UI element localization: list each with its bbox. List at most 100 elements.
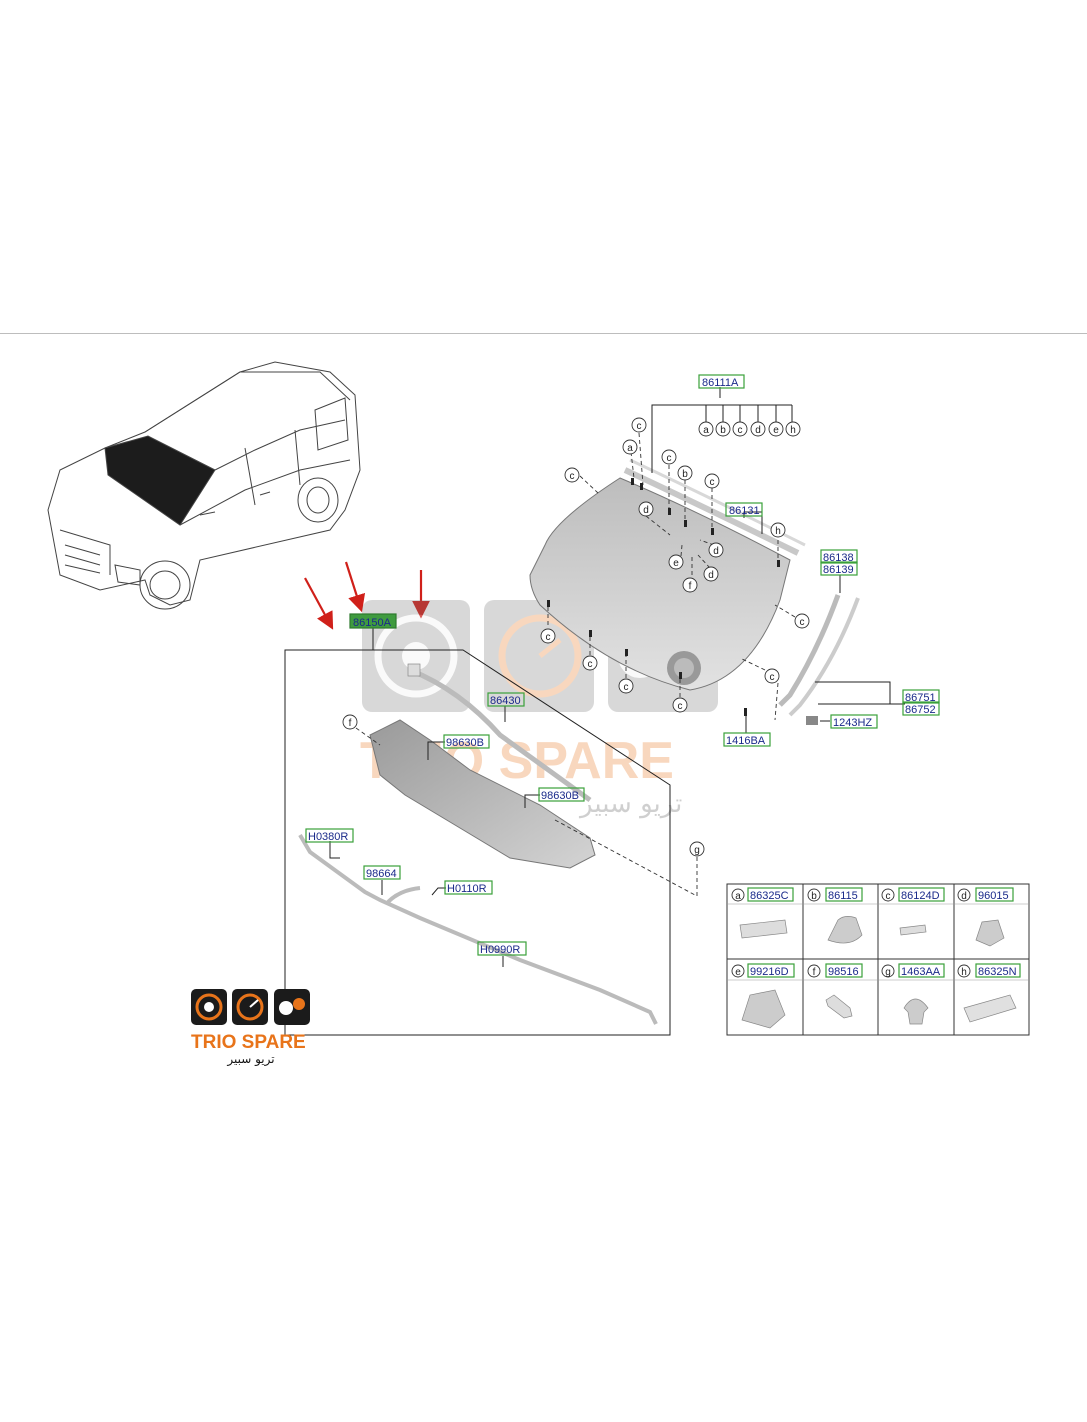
svg-text:86111A: 86111A	[702, 377, 739, 389]
callouts: a b c d e h c a c c b c d h d e d f c c …	[342, 417, 810, 857]
callout-c: c	[631, 417, 647, 433]
callout-e: e	[668, 554, 684, 570]
svg-text:c: c	[637, 421, 642, 432]
callout-a-top: a	[698, 421, 714, 437]
svg-text:98630B: 98630B	[446, 737, 484, 749]
svg-text:86150A: 86150A	[353, 617, 392, 629]
label-86131[interactable]: 86131	[725, 502, 763, 517]
callout-h: h	[770, 522, 786, 538]
watermark-arabic: تريو سبير	[578, 789, 682, 819]
svg-text:e: e	[773, 425, 779, 436]
svg-text:1243HZ: 1243HZ	[833, 717, 872, 729]
svg-text:86131: 86131	[729, 505, 760, 517]
callout-c: c	[661, 449, 677, 465]
callout-b-top: b	[715, 421, 731, 437]
svg-text:a: a	[735, 891, 741, 902]
legend-cell-a: a 86325C	[731, 887, 794, 939]
callout-c: c	[618, 678, 634, 694]
svg-text:86430: 86430	[490, 695, 521, 707]
label-1416BA[interactable]: 1416BA	[723, 732, 771, 747]
callout-d: d	[638, 501, 654, 517]
logo-text: TRIO SPARE	[191, 1032, 306, 1053]
legend-cell-g: g 1463AA	[881, 963, 945, 1025]
svg-text:98664: 98664	[366, 868, 397, 880]
callout-f: f	[682, 577, 698, 593]
callout-b: b	[677, 465, 693, 481]
svg-text:f: f	[349, 718, 352, 729]
callout-c-top: c	[732, 421, 748, 437]
label-86150A[interactable]: 86150A	[349, 613, 397, 629]
svg-text:h: h	[790, 425, 796, 436]
svg-text:86115: 86115	[828, 890, 858, 902]
legend-cell-c: c 86124D	[881, 887, 945, 936]
legend-cell-f: f 98516	[807, 963, 863, 1019]
label-1243HZ[interactable]: 1243HZ	[830, 714, 878, 729]
svg-text:86752: 86752	[905, 704, 936, 716]
callout-d-top: d	[750, 421, 766, 437]
svg-text:c: c	[710, 477, 715, 488]
svg-text:d: d	[755, 425, 761, 436]
svg-text:c: c	[624, 682, 629, 693]
callout-c: c	[794, 613, 810, 629]
trio-spare-logo: TRIO SPARE تريو سبير	[191, 989, 310, 1067]
svg-text:h: h	[775, 526, 781, 537]
svg-text:g: g	[694, 845, 700, 856]
svg-text:c: c	[770, 672, 775, 683]
svg-text:86138: 86138	[823, 552, 854, 564]
label-86138[interactable]: 86138	[820, 549, 858, 564]
svg-text:H0990R: H0990R	[480, 944, 520, 956]
svg-text:1463AA: 1463AA	[901, 966, 941, 978]
label-H0380R[interactable]: H0380R	[305, 828, 354, 843]
legend-cell-b: b 86115	[807, 887, 863, 944]
label-86139[interactable]: 86139	[820, 561, 858, 576]
windshield-pins	[547, 478, 818, 725]
callout-c: c	[672, 697, 688, 713]
svg-text:86751: 86751	[905, 692, 936, 704]
top-divider-line	[0, 333, 1087, 334]
cowl-panel-group	[284, 649, 671, 1036]
vehicle-illustration	[47, 361, 361, 610]
svg-text:e: e	[735, 967, 741, 978]
callout-d: d	[708, 542, 724, 558]
svg-text:c: c	[738, 425, 743, 436]
label-H0110R[interactable]: H0110R	[444, 880, 493, 895]
callout-c: c	[764, 668, 780, 684]
svg-text:d: d	[961, 891, 967, 902]
logo-arabic: تريو سبير	[226, 1052, 274, 1067]
svg-text:99216D: 99216D	[750, 966, 789, 978]
svg-text:d: d	[713, 546, 719, 557]
svg-text:86325N: 86325N	[978, 966, 1017, 978]
label-98630B-2[interactable]: 98630B	[538, 787, 585, 802]
label-98630B-1[interactable]: 98630B	[443, 734, 490, 749]
svg-text:f: f	[689, 581, 692, 592]
svg-text:86139: 86139	[823, 564, 854, 576]
svg-text:a: a	[627, 443, 633, 454]
callout-e-top: e	[768, 421, 784, 437]
svg-text:f: f	[813, 967, 816, 978]
legend-cell-e: e 99216D	[731, 963, 795, 1029]
part-labels: 86111A 86131 86138 86139 86150A 86430 86…	[305, 374, 940, 956]
label-86430[interactable]: 86430	[487, 692, 525, 707]
label-86111A[interactable]: 86111A	[698, 374, 745, 389]
svg-text:d: d	[643, 505, 649, 516]
label-H0990R[interactable]: H0990R	[477, 941, 527, 956]
callout-g: g	[689, 841, 705, 857]
label-98664[interactable]: 98664	[363, 865, 401, 880]
callout-c: c	[564, 467, 580, 483]
leader-lines	[329, 387, 905, 967]
svg-text:a: a	[703, 425, 709, 436]
label-86752[interactable]: 86752	[902, 701, 940, 716]
callout-c: c	[540, 628, 556, 644]
svg-text:96015: 96015	[978, 890, 1009, 902]
red-arrows	[304, 561, 430, 630]
legend-cell-h: h 86325N	[957, 963, 1021, 1023]
svg-text:1416BA: 1416BA	[726, 735, 766, 747]
svg-text:86124D: 86124D	[901, 890, 940, 902]
svg-text:H0110R: H0110R	[447, 883, 487, 895]
svg-text:86325C: 86325C	[750, 890, 789, 902]
svg-text:e: e	[673, 558, 679, 569]
svg-text:d: d	[708, 570, 714, 581]
callout-c: c	[704, 473, 720, 489]
label-86751[interactable]: 86751	[902, 689, 940, 704]
